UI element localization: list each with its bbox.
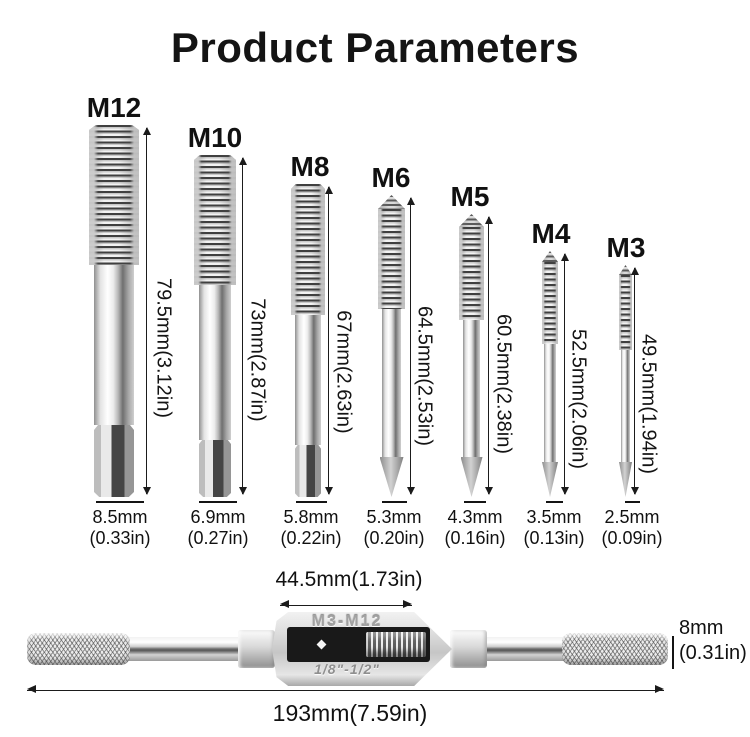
length-label-m4: 52.5mm(2.06in): [567, 328, 590, 470]
tap-m3: [619, 265, 632, 497]
tap-label-m5: M5: [450, 181, 490, 212]
diameter-mm: 5.8mm: [283, 507, 339, 527]
tap-m4-bottom-point: [542, 462, 558, 497]
diameter-mm: 3.5mm: [526, 507, 582, 527]
tap-m10-thread: [194, 155, 236, 285]
length-label-m5: 60.5mm(2.38in): [492, 313, 515, 455]
length-arrow-m10: [238, 157, 247, 495]
diameter-in: (0.16in): [444, 528, 506, 548]
tap-m6-thread: [378, 209, 405, 309]
diameter-label-m12: 8.5mm (0.33in): [80, 501, 160, 549]
wrench-rod-right: [486, 637, 564, 661]
wrench-body-width-label: 44.5mm(1.73in): [275, 568, 423, 591]
tap-m6-point: [378, 195, 405, 209]
diameter-mm: 2.5mm: [604, 507, 660, 527]
diameter-mm: 4.3mm: [447, 507, 503, 527]
tap-m12-thread: [89, 125, 139, 265]
diameter-mm: 6.9mm: [190, 507, 246, 527]
wrench-collar-right: [450, 630, 487, 668]
diameter-in: (0.22in): [280, 528, 342, 548]
wrench-range-engraving: M3-M12: [311, 613, 383, 630]
tap-label-m8: M8: [290, 151, 330, 182]
diameter-in: (0.33in): [89, 528, 151, 548]
page-title: Product Parameters: [170, 24, 580, 71]
tap-m10-shank: [199, 285, 231, 440]
diameter-in: (0.27in): [187, 528, 249, 548]
length-label-m6: 64.5mm(2.53in): [413, 305, 436, 447]
tap-m12-square-end: [94, 425, 134, 497]
tap-m4-shank: [544, 344, 556, 462]
tap-label-m4: M4: [531, 218, 571, 249]
diameter-tick: [624, 501, 640, 503]
wrench-diameter-mm: 8mm: [679, 617, 724, 639]
length-arrow-m12: [142, 127, 151, 495]
length-arrow-m6: [406, 197, 415, 495]
tap-m8-shank: [295, 315, 321, 445]
tap-m5: [459, 214, 484, 497]
tap-m4: [542, 251, 558, 497]
wrench-collar-left: [238, 630, 275, 668]
tap-m5-shank: [463, 320, 480, 457]
diameter-label-m8: 5.8mm (0.22in): [271, 501, 351, 549]
tap-m5-point: [459, 214, 484, 227]
tap-m6-bottom-point: [379, 457, 404, 497]
diameter-label-m10: 6.9mm (0.27in): [178, 501, 258, 549]
tap-m12: [89, 125, 139, 497]
tap-m6: [378, 195, 405, 497]
tap-m5-thread: [459, 227, 484, 320]
tap-m8-thread: [291, 184, 325, 315]
wrench-capacity-engraving: 1/8"-1/2": [314, 661, 380, 677]
tap-m4-thread: [542, 262, 558, 344]
length-label-m10: 73mm(2.87in): [246, 298, 269, 422]
wrench-diameter-in: (0.31in): [679, 642, 747, 664]
wrench-total-length-label: 193mm(7.59in): [272, 700, 428, 726]
tap-label-m6: M6: [371, 162, 411, 193]
diameter-mm: 8.5mm: [92, 507, 148, 527]
tap-label-m3: M3: [606, 232, 646, 263]
tap-m10: [194, 155, 236, 497]
wrench-body-width-arrow: [280, 600, 412, 609]
diameter-in: (0.09in): [601, 528, 663, 548]
tap-m8: [291, 184, 325, 497]
length-label-m3: 49.5mm(1.94in): [637, 333, 660, 475]
wrench-rod-left: [128, 637, 240, 661]
tap-m4-point: [542, 251, 558, 262]
diameter-tick: [545, 501, 563, 503]
tap-m3-point: [619, 265, 632, 275]
diameter-label-m6: 5.3mm (0.20in): [354, 501, 434, 549]
length-label-m12: 79.5mm(3.12in): [152, 277, 175, 419]
tap-m3-thread: [619, 275, 632, 350]
tap-m10-square-end: [199, 440, 231, 497]
diameter-tick: [199, 501, 237, 503]
tap-m8-square-end: [295, 445, 321, 497]
diameter-in: (0.13in): [523, 528, 585, 548]
diameter-label-m3: 2.5mm (0.09in): [592, 501, 672, 549]
length-label-m8: 67mm(2.63in): [332, 310, 355, 434]
wrench-diameter-tick: [672, 636, 674, 669]
diameter-in: (0.20in): [363, 528, 425, 548]
diameter-tick: [381, 501, 407, 503]
tap-label-m12: M12: [86, 92, 142, 123]
diameter-label-m5: 4.3mm (0.16in): [435, 501, 515, 549]
length-arrow-m5: [484, 216, 493, 495]
tap-m12-shank: [94, 265, 134, 425]
tap-label-m10: M10: [187, 122, 243, 153]
tap-m5-bottom-point: [460, 457, 483, 497]
length-arrow-m8: [324, 186, 333, 495]
wrench-total-length-arrow: [27, 685, 664, 694]
tap-m3-shank: [621, 350, 630, 462]
wrench-adjust-screw: [366, 632, 426, 657]
wrench-handle-right: [562, 633, 668, 665]
diameter-tick: [464, 501, 486, 503]
length-arrow-m4: [560, 253, 569, 495]
diameter-tick: [96, 501, 144, 503]
diameter-label-m4: 3.5mm (0.13in): [514, 501, 594, 549]
diameter-mm: 5.3mm: [366, 507, 422, 527]
wrench-handle-left: [27, 633, 130, 665]
tap-m6-shank: [382, 309, 401, 457]
length-arrow-m3: [630, 267, 639, 495]
wrench-diameter-label: 8mm (0.31in): [679, 616, 747, 666]
diameter-tick: [295, 501, 327, 503]
